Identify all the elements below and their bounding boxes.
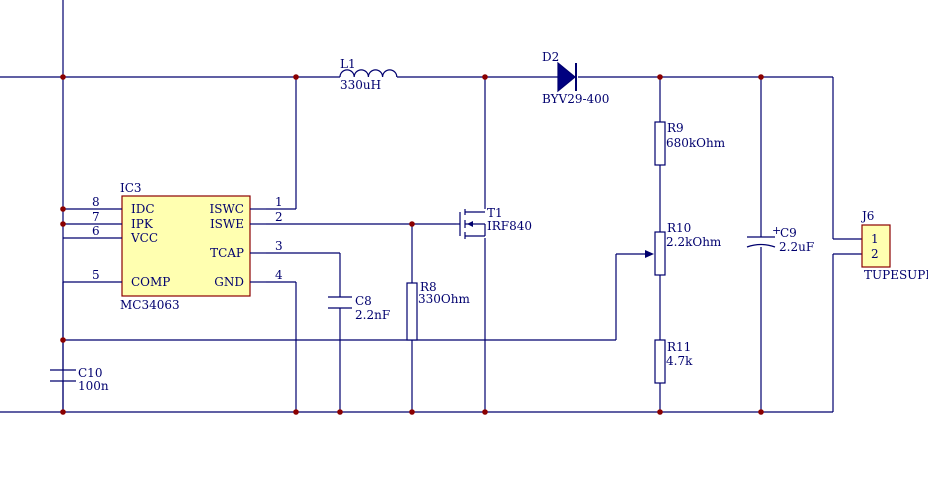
c10-value: 100n [78,379,109,393]
ic3-pin-number: 2 [275,210,283,224]
c9-capacitor[interactable]: + C9 2.2uF [746,224,814,254]
junction [657,74,663,80]
junction [758,74,764,80]
j6-designator: J6 [860,209,874,223]
l1-coil [339,69,398,78]
ic3-pin-name: COMP [131,275,170,289]
r10-wiper-arrow [645,250,654,258]
t1-mosfet[interactable]: T1 IRF840 [456,206,532,239]
d2-designator: D2 [542,50,559,64]
c9-designator: C9 [780,226,797,240]
r9-resistor[interactable]: R9 680kOhm [654,121,726,166]
c9-plate-curved [746,243,776,248]
r9-body [654,121,666,166]
d2-value: BYV29-400 [542,92,609,106]
ic3-pin-number: 8 [92,195,100,209]
l1-value: 330uH [340,78,381,92]
wires [0,0,862,413]
j6-body[interactable] [861,224,891,268]
c10-designator: C10 [78,366,102,380]
c8-designator: C8 [355,294,372,308]
r11-value: 4.7k [666,354,693,368]
ic3-pin-name: IPK [131,217,154,231]
junction [293,409,299,415]
r8-designator: R8 [420,280,437,294]
d2-triangle [557,61,576,93]
ic3-pin-name: IDC [131,202,155,216]
junction [409,409,415,415]
j6-pin-1: 1 [871,232,879,246]
r10-body [654,231,666,276]
c9-value: 2.2uF [779,240,814,254]
ic3-pin-number: 4 [275,268,283,282]
d2-diode[interactable]: D2 BYV29-400 [540,50,609,106]
t1-designator: T1 [487,206,503,220]
junction [60,74,66,80]
ic3-pin-number: 5 [92,268,100,282]
ic3-designator: IC3 [120,181,142,195]
junction [293,74,299,80]
ic3-pin-name: TCAP [210,246,244,260]
j6-connector[interactable]: J6 1 2 TUPESUPPLY [860,209,928,282]
junction [758,409,764,415]
ic3-pin-name: VCC [130,231,158,245]
r10-value: 2.2kOhm [666,235,722,249]
c8-capacitor[interactable]: C8 2.2nF [328,294,390,322]
r11-designator: R11 [667,340,691,354]
junction [60,409,66,415]
r10-potentiometer[interactable]: R10 2.2kOhm [645,221,722,276]
ic3-pin-number: 7 [92,210,100,224]
j6-pin-2: 2 [871,247,879,261]
junctions [60,74,764,415]
r9-value: 680kOhm [666,136,726,150]
ic3-pin-name: ISWE [210,217,244,231]
r8-body [406,282,418,341]
junction [60,221,66,227]
junction [60,206,66,212]
junction [409,221,415,227]
junction [60,337,66,343]
ic3-component[interactable]: IC3 MC34063 8 7 6 5 1 2 3 4 IDC IPK VCC … [88,181,283,312]
r10-designator: R10 [667,221,691,235]
ic3-pin-number: 3 [275,239,283,253]
junction [482,74,488,80]
ic3-pin-number: 1 [275,195,283,209]
t1-arrow [467,221,473,227]
junction [482,409,488,415]
ic3-part: MC34063 [120,298,180,312]
r11-body [654,339,666,384]
c9-polarity: + [772,224,781,237]
l1-inductor[interactable]: L1 330uH [339,57,398,92]
l1-designator: L1 [340,57,356,71]
r8-value: 330Ohm [418,292,470,306]
c10-capacitor[interactable]: C10 100n [50,366,109,393]
j6-value: TUPESUPPLY [864,268,928,282]
r9-designator: R9 [667,121,684,135]
r11-resistor[interactable]: R11 4.7k [654,339,693,384]
ic3-pin-number: 6 [92,224,100,238]
t1-value: IRF840 [487,219,532,233]
c8-value: 2.2nF [355,308,390,322]
junction [657,409,663,415]
junction [337,409,343,415]
ic3-body[interactable] [121,195,251,297]
r8-resistor[interactable]: R8 330Ohm [406,280,470,341]
ic3-pin-name: ISWC [210,202,244,216]
ic3-pin-name: GND [214,275,244,289]
